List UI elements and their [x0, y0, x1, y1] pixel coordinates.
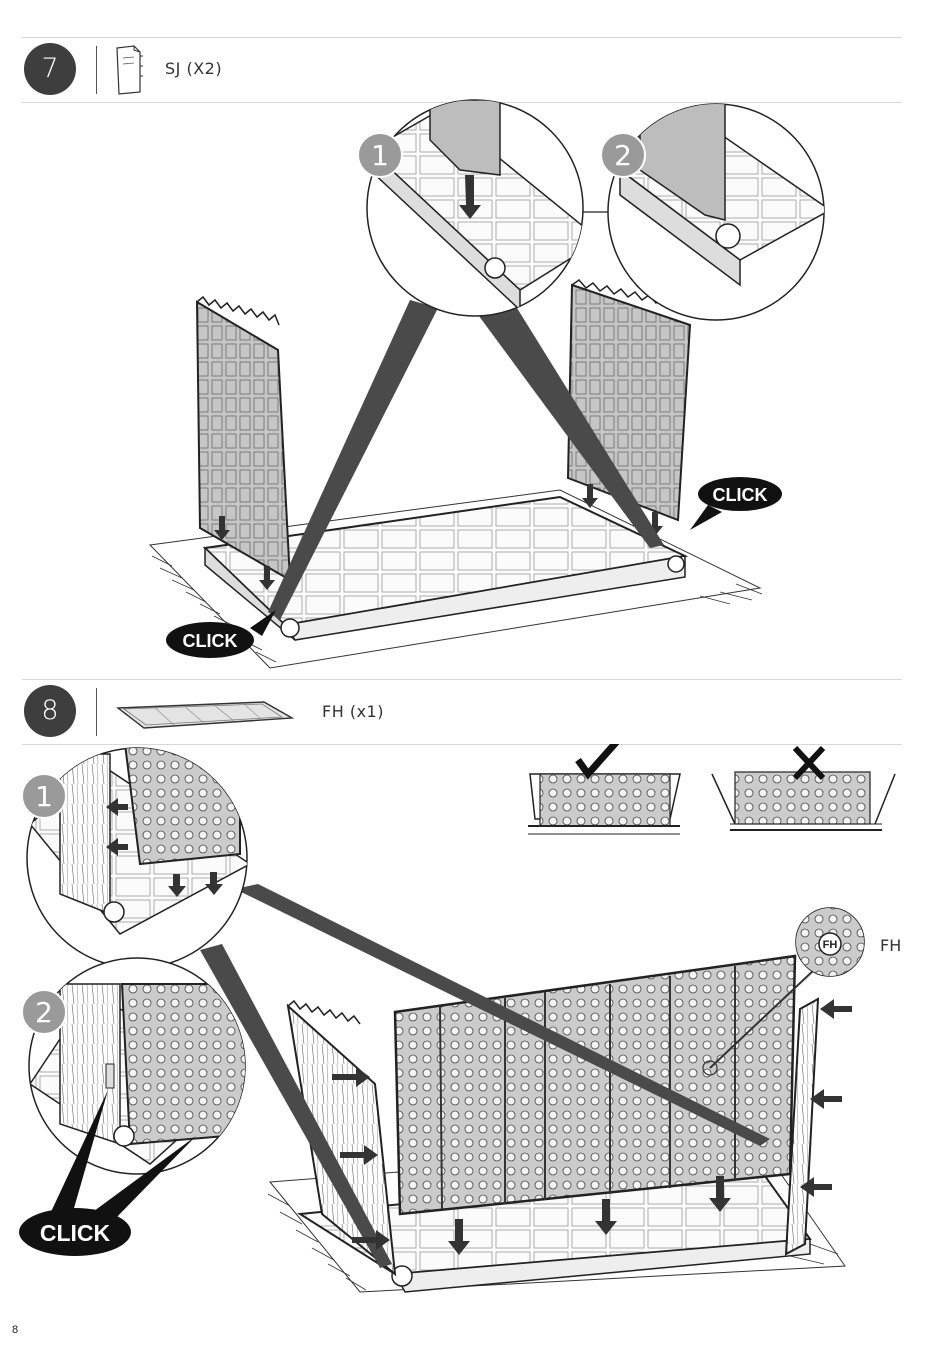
detail-2-number: 2	[35, 996, 53, 1029]
step-8-illustration: FH FH 1 2	[0, 744, 950, 1304]
checkmark-icon	[578, 744, 620, 774]
step-7-detail-1: 1	[358, 100, 600, 316]
step-7-illustration: 1 2 CLICK CLICK	[0, 0, 950, 680]
step-8-detail-2: 2	[22, 958, 250, 1174]
fh-label: FH	[880, 936, 901, 955]
click-callout-right: CLICK	[690, 477, 782, 530]
step-8-part-label: FH (x1)	[322, 702, 384, 721]
incorrect-orientation-diagram	[712, 748, 895, 830]
detail-1-number: 1	[371, 139, 389, 172]
fh-stamp-text: FH	[823, 939, 838, 951]
svg-text:CLICK: CLICK	[183, 631, 238, 651]
detail-1-number: 1	[35, 780, 53, 813]
floor-part-icon	[114, 696, 296, 732]
correct-orientation-diagram	[528, 744, 680, 834]
step-8-separator	[96, 688, 97, 736]
step-7-detail-2: 2	[601, 100, 830, 320]
fh-stamp-callout: FH FH	[790, 904, 901, 984]
step-8-header: 8 FH (x1)	[22, 679, 902, 745]
step-8-number-badge: 8	[24, 685, 76, 737]
step-8-detail-1: 1	[22, 744, 250, 968]
svg-text:CLICK: CLICK	[713, 485, 768, 505]
svg-text:CLICK: CLICK	[40, 1220, 111, 1246]
page-number: 8	[12, 1324, 18, 1336]
detail-2-number: 2	[614, 139, 632, 172]
